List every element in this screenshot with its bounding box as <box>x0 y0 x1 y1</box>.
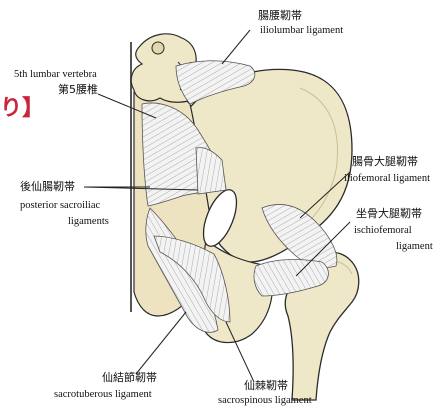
iliolumbar-label-en: iliolumbar ligament <box>260 26 343 37</box>
ischiofemoral-label-en2: ligament <box>396 242 433 253</box>
iliofemoral-label-jp: 腸骨大腿靭帯 <box>352 156 418 167</box>
cropped-heading-fragment: り】 <box>0 98 44 120</box>
posterior-sacroiliac-label-en2: ligaments <box>68 217 109 228</box>
iliolumbar-label-jp: 腸腰靭帯 <box>258 10 302 21</box>
ischiofemoral-label-jp: 坐骨大腿靭帯 <box>356 208 422 219</box>
sacrotuberous-label-jp: 仙結節靭帯 <box>102 372 157 383</box>
sacrotuberous-label-en: sacrotuberous ligament <box>54 390 152 401</box>
iliofemoral-label-en: iliofemoral ligament <box>344 174 430 185</box>
sacrospinous-label-jp: 仙棘靭帯 <box>244 380 288 391</box>
l5-label-en: 5th lumbar vertebra <box>14 70 97 81</box>
sacrospinous-label-en: sacrospinous ligament <box>218 396 312 407</box>
ischiofemoral-label-en1: ischiofemoral <box>354 226 412 237</box>
l5-label-jp: 第5腰椎 <box>58 84 98 95</box>
posterior-sacroiliac-label-jp: 後仙腸靭帯 <box>20 181 75 192</box>
posterior-sacroiliac-label-en1: posterior sacroiliac <box>20 201 100 212</box>
